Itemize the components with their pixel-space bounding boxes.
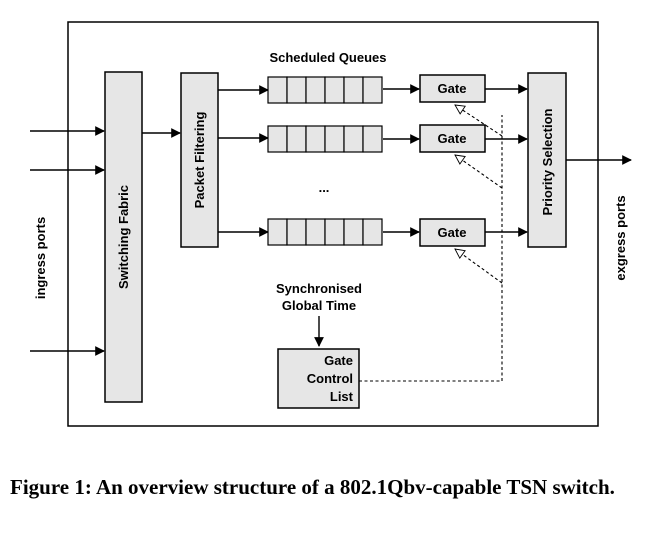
queue-3-cell bbox=[305, 218, 326, 246]
switch-diagram: Scheduled Queues ingress ports Switching… bbox=[30, 21, 632, 427]
gcl-label-line1: Gate bbox=[324, 353, 353, 368]
control-arrow-gate-1 bbox=[455, 105, 503, 137]
queue-2-cell bbox=[362, 125, 383, 153]
ingress-ports-label: ingress ports bbox=[33, 217, 48, 299]
queue-2-cell bbox=[267, 125, 288, 153]
queue-2-cell bbox=[286, 125, 307, 153]
packet-filtering-box bbox=[180, 72, 219, 248]
gate-control-list-box bbox=[277, 348, 360, 409]
queue-3-cell bbox=[362, 218, 383, 246]
queue-1-cell bbox=[362, 76, 383, 104]
packet-filtering-label: Packet Filtering bbox=[192, 112, 207, 209]
queue-1-cell bbox=[267, 76, 288, 104]
gate-box-3 bbox=[419, 218, 486, 247]
gcl-control-bus bbox=[359, 115, 503, 382]
queue-1-cell bbox=[343, 76, 364, 104]
gate-box-2 bbox=[419, 124, 486, 153]
queue-2-cell bbox=[305, 125, 326, 153]
queue-1-cell bbox=[324, 76, 345, 104]
queue-group bbox=[267, 76, 383, 246]
gcl-label-line2: Control bbox=[307, 371, 353, 386]
scheduled-queues-label: Scheduled Queues bbox=[269, 50, 386, 65]
sync-time-label-line1: Synchronised bbox=[276, 281, 362, 296]
queue-1-cell bbox=[305, 76, 326, 104]
gate-label-1: Gate bbox=[438, 81, 467, 96]
queue-3-cell bbox=[267, 218, 288, 246]
egress-ports-label: exgress ports bbox=[613, 195, 628, 280]
control-arrow-gate-3 bbox=[455, 249, 503, 284]
priority-selection-box bbox=[527, 72, 567, 248]
queue-2-cell bbox=[343, 125, 364, 153]
priority-selection-label: Priority Selection bbox=[540, 108, 555, 215]
sync-time-label-line2: Global Time bbox=[282, 298, 356, 313]
switching-fabric-box bbox=[104, 71, 143, 403]
control-arrow-gate-2 bbox=[455, 155, 503, 189]
queue-3-cell bbox=[286, 218, 307, 246]
queue-1-cell bbox=[286, 76, 307, 104]
gate-label-2: Gate bbox=[438, 131, 467, 146]
gate-label-3: Gate bbox=[438, 225, 467, 240]
switching-fabric-label: Switching Fabric bbox=[116, 185, 131, 289]
queue-ellipsis: ... bbox=[319, 180, 330, 195]
queue-2-cell bbox=[324, 125, 345, 153]
queue-3-cell bbox=[343, 218, 364, 246]
gate-box-1 bbox=[419, 74, 486, 103]
queue-3-cell bbox=[324, 218, 345, 246]
gcl-label-line3: List bbox=[330, 389, 354, 404]
figure-caption: Figure 1: An overview structure of a 802… bbox=[10, 475, 615, 499]
